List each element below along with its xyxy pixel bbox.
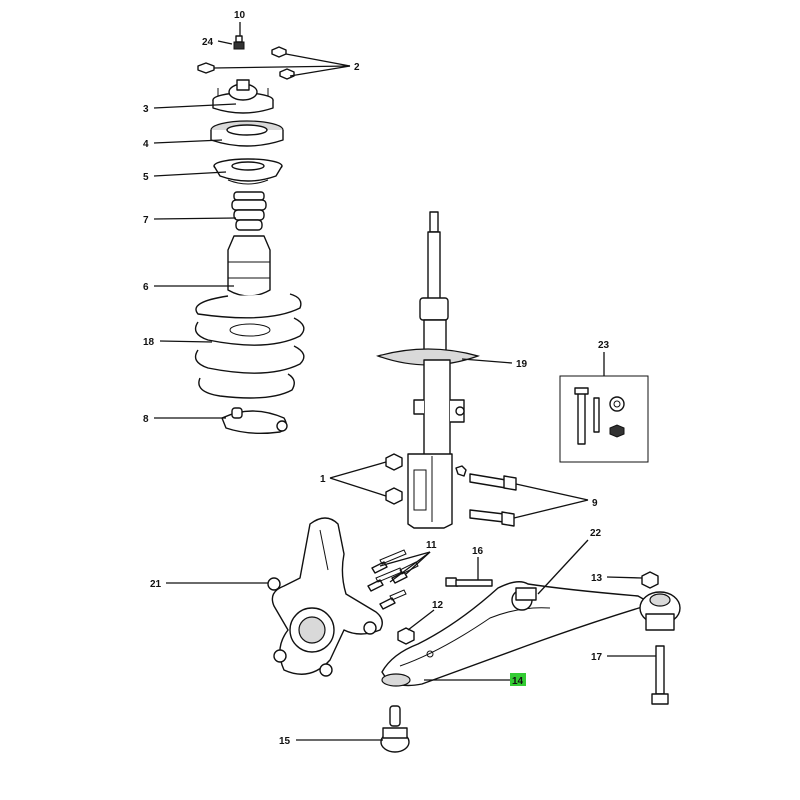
callout-6: 6	[143, 282, 149, 293]
part-23-hardware-kit	[559, 375, 649, 463]
part-9-bolts	[455, 465, 517, 527]
callout-2: 2	[354, 62, 360, 73]
callout-13: 13	[591, 573, 603, 584]
callout-3: 3	[143, 104, 149, 115]
callout-11: 11	[426, 540, 437, 551]
part-16-bolt	[445, 577, 493, 587]
part-7-bump-stop	[231, 191, 267, 231]
callout-12: 12	[432, 600, 444, 611]
callout-10: 10	[234, 10, 246, 21]
part-8-lower-isolator	[221, 407, 288, 435]
callout-15: 15	[279, 736, 291, 747]
part-1-nuts	[385, 453, 403, 505]
part-6-dust-boot	[227, 235, 271, 297]
callout-21: 21	[150, 579, 162, 590]
part-10-nut	[233, 35, 245, 50]
callout-22: 22	[590, 528, 602, 539]
part-15-ball-joint	[380, 705, 410, 753]
callout-24: 24	[202, 37, 214, 48]
part-4-bearing	[210, 120, 284, 147]
callout-7: 7	[143, 215, 149, 226]
callout-16: 16	[472, 546, 484, 557]
strut-assembly	[376, 211, 480, 529]
part-14-lower-control-arm	[381, 581, 653, 687]
part-5-spring-seat	[213, 158, 283, 185]
part-12-nut	[397, 627, 415, 645]
callout-5: 5	[143, 172, 149, 183]
callout-1: 1	[320, 474, 326, 485]
leader-lines	[153, 22, 656, 741]
callout-17: 17	[591, 652, 603, 663]
callout-14-highlight	[510, 673, 526, 686]
part-21-steering-knuckle	[267, 517, 383, 677]
part-13-nut	[641, 571, 659, 589]
callout-23: 23	[598, 340, 610, 351]
part-17-bolt	[651, 645, 669, 705]
callout-labels: 10 24 2 3 4 5 7 6 18 8 19 23 1 9 22 11 1…	[143, 10, 610, 747]
callout-19: 19	[516, 359, 528, 370]
callout-14: 14	[512, 676, 524, 687]
bushing-rear	[639, 591, 681, 631]
callout-9: 9	[592, 498, 598, 509]
part-2-nuts	[197, 46, 295, 80]
part-3-upper-mount	[212, 79, 274, 114]
callout-4: 4	[143, 139, 149, 150]
part-18-coil-spring	[194, 293, 305, 399]
callout-18: 18	[143, 337, 155, 348]
callout-8: 8	[143, 414, 149, 425]
